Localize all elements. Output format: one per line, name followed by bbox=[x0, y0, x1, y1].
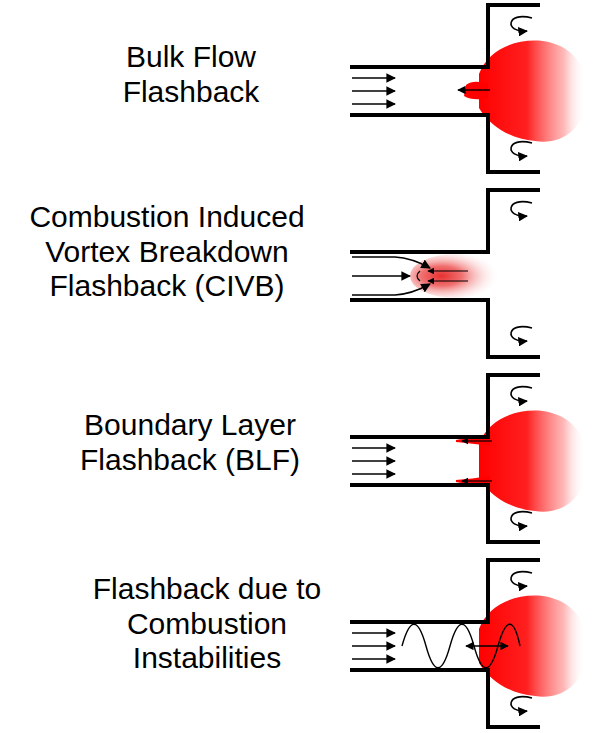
mechanism-label: Bulk Flow Flashback bbox=[91, 40, 291, 109]
blf-panel bbox=[350, 375, 585, 542]
instability-panel bbox=[350, 560, 585, 727]
bulk-flow-panel bbox=[350, 5, 585, 172]
mechanism-label: Boundary Layer Flashback (BLF) bbox=[55, 408, 325, 477]
mechanism-label: Flashback due to Combustion Instabilitie… bbox=[82, 572, 332, 676]
civb-panel bbox=[350, 190, 540, 357]
mechanism-label: Combustion Induced Vortex Breakdown Flas… bbox=[2, 200, 332, 304]
